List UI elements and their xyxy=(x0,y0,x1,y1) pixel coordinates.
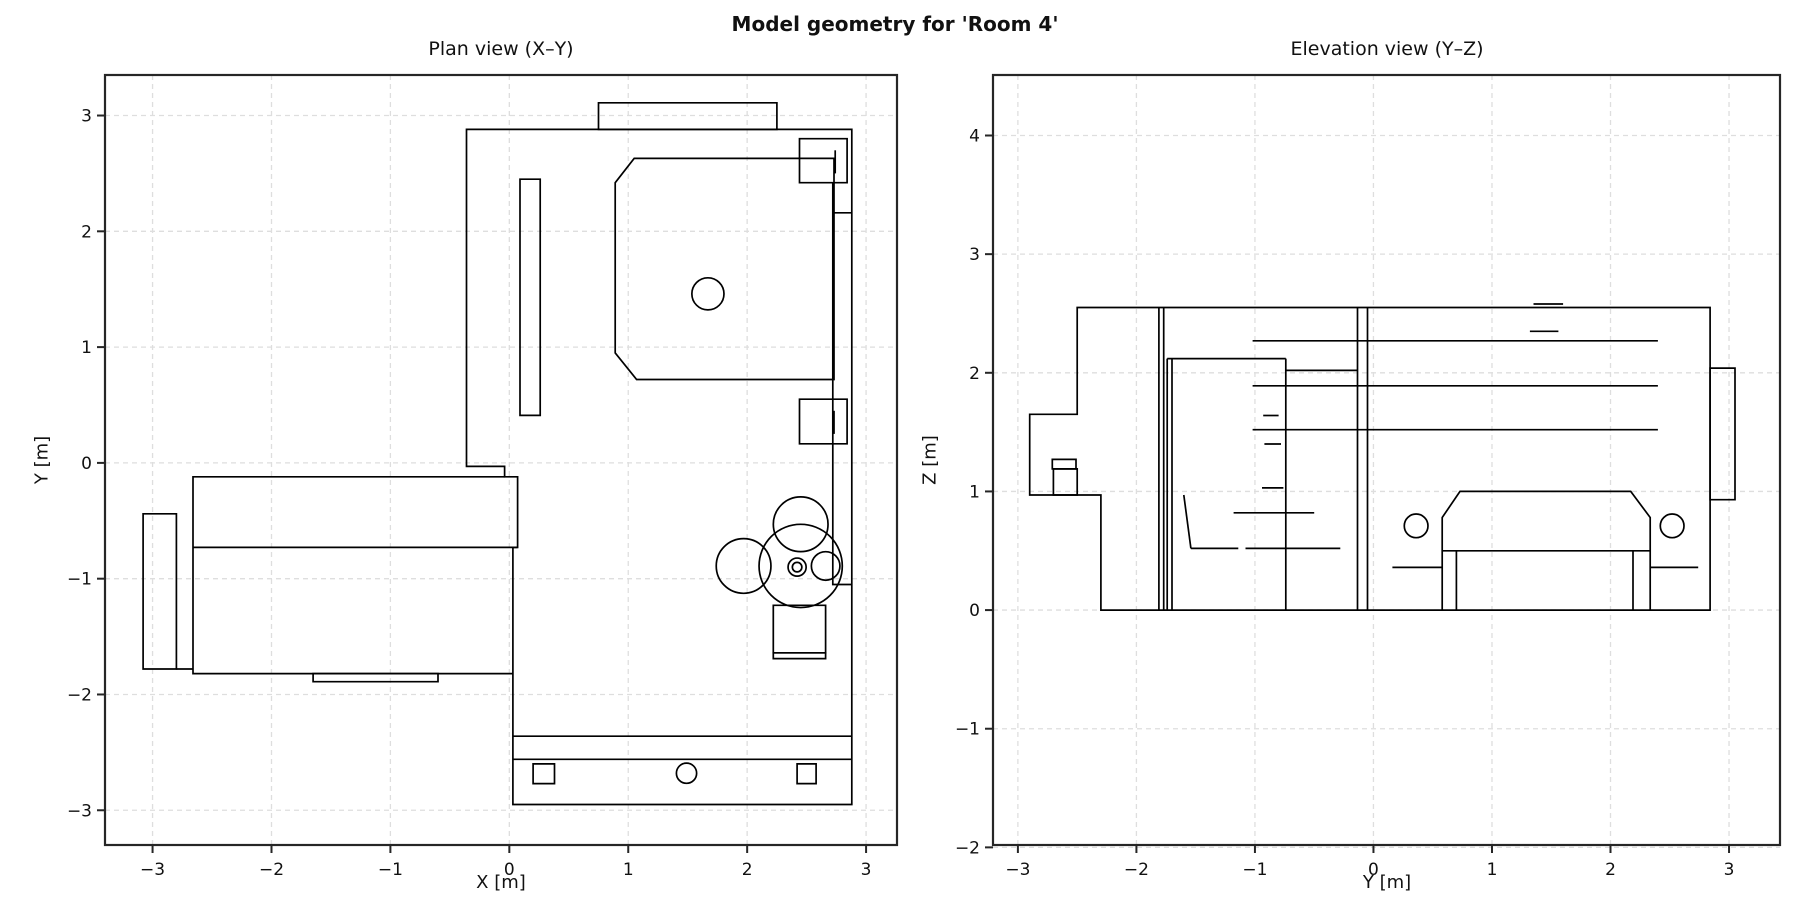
y-tick-label: −1 xyxy=(955,720,980,740)
x-tick-label: 0 xyxy=(1368,860,1379,880)
axes-frame xyxy=(103,73,899,847)
ledge-box-lid xyxy=(1051,458,1077,470)
table-octagon xyxy=(614,157,835,381)
bottom-knob xyxy=(675,762,698,785)
y-tick-label: 4 xyxy=(969,127,980,147)
sofa-outline xyxy=(1441,490,1652,611)
sofa-knob-left xyxy=(1403,513,1429,539)
ledge-box xyxy=(1052,468,1079,496)
cabinet-mid-right xyxy=(798,398,848,445)
x-tick-label: 1 xyxy=(623,860,634,880)
tall-cabinet xyxy=(519,178,542,417)
y-tick-label: 2 xyxy=(81,222,92,242)
elevation-view-title: Elevation view (Y–Z) xyxy=(1290,38,1484,60)
x-tick-label: −1 xyxy=(378,860,403,880)
room-section-outline xyxy=(1028,306,1711,611)
y-tick-label: −1 xyxy=(67,570,92,590)
y-tick-label: 3 xyxy=(969,245,980,265)
y-tick-label: −3 xyxy=(67,801,92,821)
x-tick-label: 2 xyxy=(742,860,753,880)
y-tick-label: 0 xyxy=(81,454,92,474)
left-protrusion xyxy=(142,512,178,670)
chair-wheel-left xyxy=(715,537,772,595)
y-tick-label: −2 xyxy=(955,838,980,858)
wall-strip xyxy=(831,182,852,586)
desk xyxy=(772,604,827,654)
x-tick-label: 2 xyxy=(1605,860,1616,880)
sofa-knob-right xyxy=(1659,513,1685,539)
x-tick-label: 3 xyxy=(861,860,872,880)
x-tick-label: −3 xyxy=(1005,860,1030,880)
top-ledge xyxy=(597,101,778,131)
plan-yaxis-label: Y [m] xyxy=(31,435,53,485)
x-tick-label: 1 xyxy=(1487,860,1498,880)
y-tick-label: 1 xyxy=(81,338,92,358)
chair-back xyxy=(772,496,829,553)
plan-xaxis-label: X [m] xyxy=(476,872,526,893)
swing-diagonal xyxy=(1182,494,1192,549)
x-tick-label: 0 xyxy=(504,860,515,880)
chair-wheel-right xyxy=(810,550,841,582)
desk-front-strip xyxy=(772,651,827,660)
y-tick-label: 0 xyxy=(969,601,980,621)
bottom-square-right xyxy=(796,763,817,785)
chair-hub-inner xyxy=(791,561,803,573)
wing-wall xyxy=(192,475,513,675)
y-tick-label: −2 xyxy=(67,685,92,705)
y-tick-label: 1 xyxy=(969,482,980,502)
right-panel xyxy=(1709,367,1736,501)
rug xyxy=(312,672,439,683)
figure-title: Model geometry for 'Room 4' xyxy=(731,12,1059,36)
y-tick-label: 2 xyxy=(969,364,980,384)
chair-seat xyxy=(758,523,844,609)
x-tick-label: −1 xyxy=(1242,860,1267,880)
y-tick-label: 3 xyxy=(81,107,92,127)
x-tick-label: −3 xyxy=(140,860,165,880)
axes-frame xyxy=(991,73,1782,847)
room-outline xyxy=(465,128,853,806)
x-tick-label: −2 xyxy=(1124,860,1149,880)
table-hole xyxy=(691,276,725,311)
elevation-xaxis-label: Y [m] xyxy=(1362,872,1412,893)
x-tick-label: −2 xyxy=(259,860,284,880)
plan-view-title: Plan view (X–Y) xyxy=(428,38,574,60)
cabinet-top-right xyxy=(798,137,848,184)
chair-hub-outer xyxy=(787,557,807,577)
elevation-yaxis-label: Z [m] xyxy=(919,435,941,485)
bottom-square-left xyxy=(532,763,556,785)
x-tick-label: 3 xyxy=(1724,860,1735,880)
